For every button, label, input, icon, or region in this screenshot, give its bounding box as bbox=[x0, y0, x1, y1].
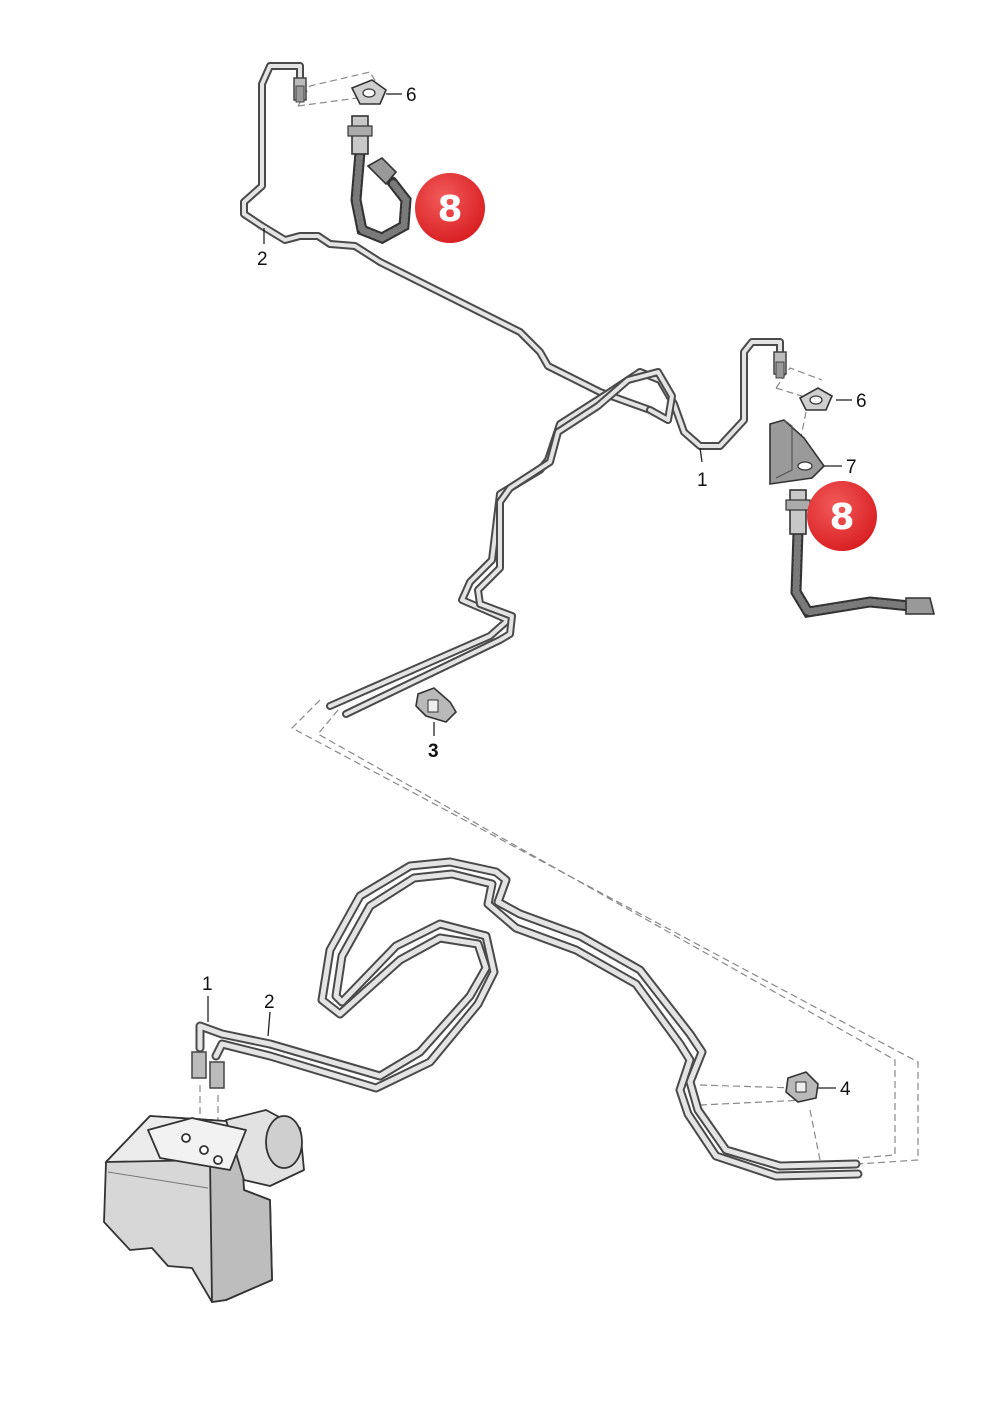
callout-leaders bbox=[207, 93, 852, 1089]
callout-2-bottom: 2 bbox=[264, 992, 275, 1013]
brake-pipe-upper-left bbox=[240, 62, 654, 414]
brake-pipe-upper-right bbox=[326, 338, 784, 718]
callout-7: 7 bbox=[846, 457, 857, 478]
bracket-7 bbox=[769, 419, 826, 485]
callout-3: 3 bbox=[428, 741, 439, 762]
callout-4: 4 bbox=[840, 1079, 851, 1100]
callout-1-top: 1 bbox=[697, 470, 708, 491]
callout-6-right: 6 bbox=[856, 391, 867, 412]
clip-6-right bbox=[798, 387, 834, 411]
badge-8-right: 8 bbox=[807, 481, 877, 551]
abs-control-unit bbox=[103, 1109, 305, 1303]
fitting-top-right bbox=[773, 351, 787, 379]
clip-4 bbox=[785, 1071, 819, 1103]
brake-hose-right bbox=[785, 489, 936, 619]
brake-pipes-lower bbox=[195, 857, 863, 1181]
brake-hose-top bbox=[347, 115, 412, 245]
callout-1-bottom: 1 bbox=[202, 974, 213, 995]
fittings-abs bbox=[191, 1051, 225, 1089]
clip-6-top bbox=[350, 79, 387, 105]
badge-8-right-label: 8 bbox=[829, 497, 854, 538]
clip-3 bbox=[415, 687, 458, 723]
badge-8-top: 8 bbox=[415, 173, 485, 243]
badge-8-top-label: 8 bbox=[437, 189, 462, 230]
callout-6-top: 6 bbox=[406, 85, 417, 106]
fitting-top-left bbox=[293, 77, 307, 103]
callout-labels: 1 2 3 6 6 7 1 2 4 bbox=[202, 85, 867, 1100]
callout-2-top: 2 bbox=[257, 249, 268, 270]
